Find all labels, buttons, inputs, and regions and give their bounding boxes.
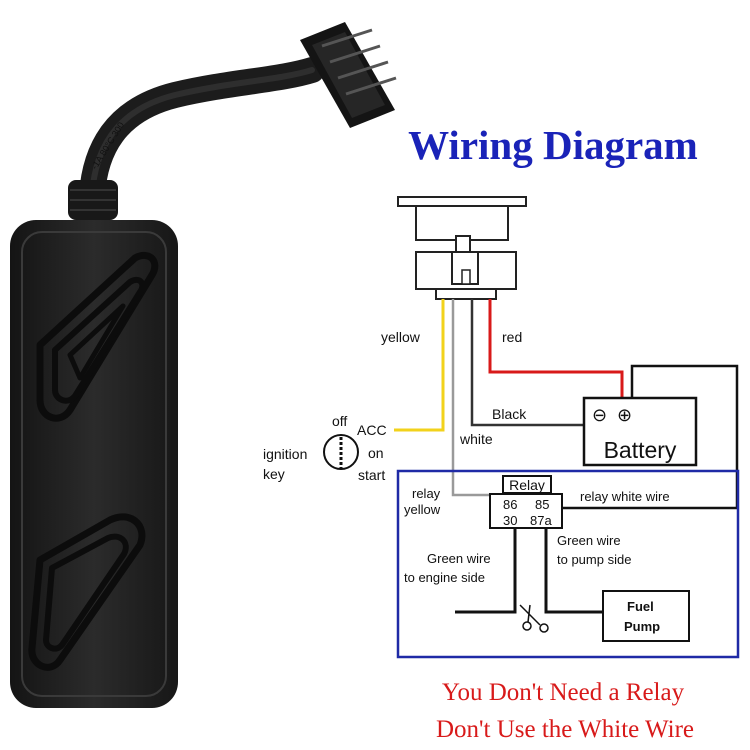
label-green-engine-1: Green wire — [427, 551, 491, 566]
red-wire — [488, 299, 624, 398]
relay-pin-85: 85 — [535, 497, 549, 512]
note-no-relay: You Don't Need a Relay — [442, 679, 685, 706]
label-white: white — [459, 431, 493, 447]
relay-label: Relay — [509, 477, 545, 493]
battery-to-relay-wire — [562, 364, 739, 510]
fuel-pump-label-2: Pump — [624, 619, 660, 634]
battery-label: Battery — [604, 437, 677, 463]
battery: ⊖ ⊕ Battery — [582, 396, 698, 467]
label-relay-yellow-2: yellow — [404, 502, 441, 517]
label-green-pump-1: Green wire — [557, 533, 621, 548]
scissors-icon — [519, 604, 549, 633]
label-off: off — [332, 413, 347, 429]
relay-pin-86: 86 — [503, 497, 517, 512]
fuel-pump-label-1: Fuel — [627, 599, 654, 614]
fuel-pump: Fuel Pump — [602, 590, 690, 642]
relay-pin-87a: 87a — [530, 513, 552, 528]
white-wire — [451, 299, 490, 497]
label-black: Black — [492, 406, 527, 422]
device-grip-top — [36, 251, 159, 422]
battery-minus-icon: ⊖ — [592, 405, 607, 425]
label-relay-white-wire: relay white wire — [580, 489, 670, 504]
label-yellow: yellow — [381, 329, 421, 345]
ignition-switch — [397, 196, 527, 300]
wire-connector — [300, 22, 397, 128]
label-key: key — [263, 466, 285, 482]
diagram-title: Wiring Diagram — [408, 122, 698, 168]
device-grip-bottom — [28, 513, 146, 671]
note-no-white-wire: Don't Use the White Wire — [436, 716, 694, 743]
label-relay-yellow-1: relay — [412, 486, 441, 501]
gps-tracker-device: -1A 80°C 300 — [10, 22, 397, 708]
label-green-pump-2: to pump side — [557, 552, 631, 567]
label-red: red — [502, 329, 522, 345]
green-wire-engine — [455, 528, 517, 614]
relay-pin-30: 30 — [503, 513, 517, 528]
black-wire — [470, 299, 584, 427]
relay-section-box — [396, 469, 740, 659]
label-on: on — [368, 445, 384, 461]
relay: Relay 86 85 30 87a — [489, 475, 563, 529]
label-green-engine-2: to engine side — [404, 570, 485, 585]
label-start: start — [358, 467, 385, 483]
key-switch: off ACC on start ignition key — [263, 413, 387, 483]
battery-plus-icon: ⊕ — [617, 405, 632, 425]
label-acc: ACC — [357, 422, 387, 438]
label-ignition: ignition — [263, 446, 307, 462]
yellow-wire — [394, 299, 445, 432]
green-wire-pump — [544, 528, 603, 614]
